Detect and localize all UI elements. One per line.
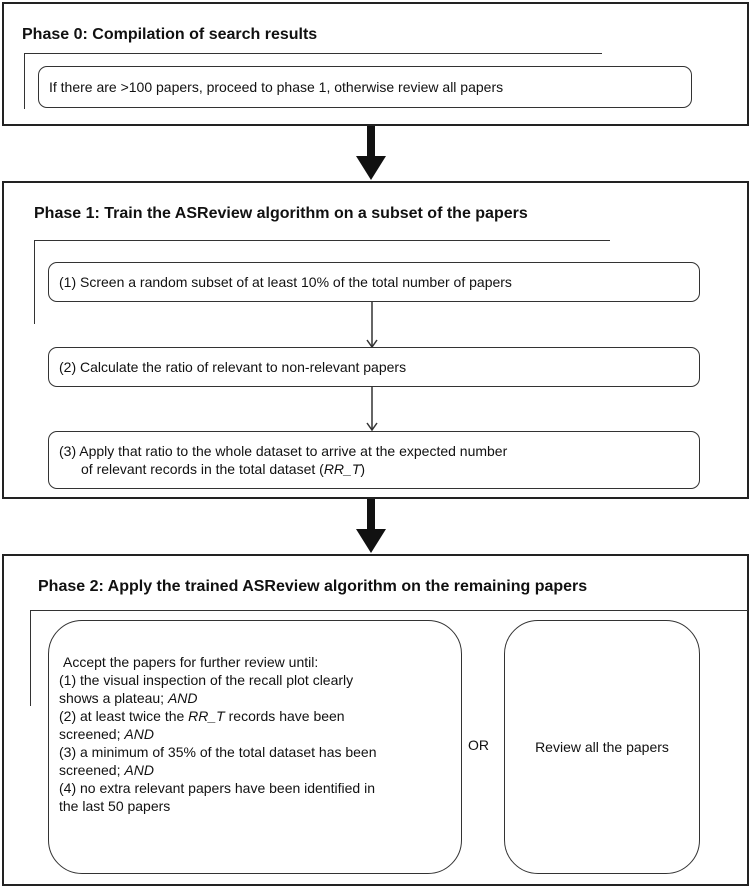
phase-2-alternative-text: Review all the papers [535, 739, 669, 755]
phase-1-step-1-text: (1) Screen a random subset of at least 1… [59, 274, 512, 290]
criteria-1-line-2-text: shows a plateau; [59, 690, 168, 706]
phase-1-step-2: (2) Calculate the ratio of relevant to n… [48, 347, 700, 387]
phase-2-title: Phase 2: Apply the trained ASReview algo… [38, 578, 588, 595]
criteria-4-line-2: the last 50 papers [59, 798, 171, 814]
criteria-3-line-2-text: screened; [59, 762, 125, 778]
criteria-2-line-2: screened; AND [59, 725, 377, 743]
criteria-2-line-1-suffix: records have been [224, 708, 345, 724]
phase-1-box: Phase 1: Train the ASReview algorithm on… [2, 181, 749, 499]
criteria-4-line-1: (4) no extra relevant papers have been i… [59, 780, 375, 796]
phase-1-step-3-line-2-suffix: ) [360, 461, 366, 477]
phase-2-box: Phase 2: Apply the trained ASReview algo… [2, 554, 749, 886]
arrow-down-icon [366, 302, 378, 348]
criteria-1-line-1: (1) the visual inspection of the recall … [59, 672, 354, 688]
phase-1-step-3-line-2: of relevant records in the total dataset… [59, 460, 365, 478]
phase-2-criteria-box: Accept the papers for further review unt… [48, 620, 462, 874]
phase-1-step-3: (3) Apply that ratio to the whole datase… [48, 431, 700, 489]
arrow-down-icon [366, 387, 378, 431]
criteria-2-line-1: (2) at least twice the RR_T records have… [59, 707, 377, 725]
phase-0-title: Phase 0: Compilation of search results [22, 26, 318, 43]
phase-0-bracket [24, 53, 602, 109]
phase-1-step-2-text: (2) Calculate the ratio of relevant to n… [59, 359, 407, 375]
phase-1-step-3-line-2-prefix: of relevant records in the total dataset… [81, 461, 324, 477]
criteria-2-line-2-text: screened; [59, 726, 125, 742]
phase-0-box: Phase 0: Compilation of search results I… [2, 2, 749, 126]
rr-t-term: RR_T [323, 461, 361, 477]
and-term: AND [124, 726, 154, 742]
criteria-1-line-2: shows a plateau; AND [59, 689, 377, 707]
criteria-3-line-2: screened; AND [59, 761, 377, 779]
arrow-down-icon [356, 499, 386, 553]
phase-0-step: If there are >100 papers, proceed to pha… [38, 66, 692, 108]
arrow-down-icon [356, 126, 386, 180]
phase-2-bracket [30, 610, 748, 706]
and-term: AND [167, 690, 198, 706]
phase-1-step-3-line-1: (3) Apply that ratio to the whole datase… [59, 443, 508, 459]
or-label: OR [468, 737, 489, 753]
rr-t-term: RR_T [188, 708, 225, 724]
phase-2-alternative-box: Review all the papers [504, 620, 700, 874]
phase-1-step-1: (1) Screen a random subset of at least 1… [48, 262, 700, 302]
criteria-intro: Accept the papers for further review unt… [63, 654, 319, 670]
phase-1-title: Phase 1: Train the ASReview algorithm on… [34, 205, 528, 222]
criteria-2-line-1-prefix: (2) at least twice the [59, 708, 189, 724]
and-term: AND [124, 762, 154, 778]
phase-2-criteria-text: Accept the papers for further review unt… [59, 653, 377, 815]
criteria-3-line-1: (3) a minimum of 35% of the total datase… [59, 744, 377, 760]
phase-1-bracket [34, 240, 610, 324]
phase-0-step-text: If there are >100 papers, proceed to pha… [49, 79, 504, 95]
